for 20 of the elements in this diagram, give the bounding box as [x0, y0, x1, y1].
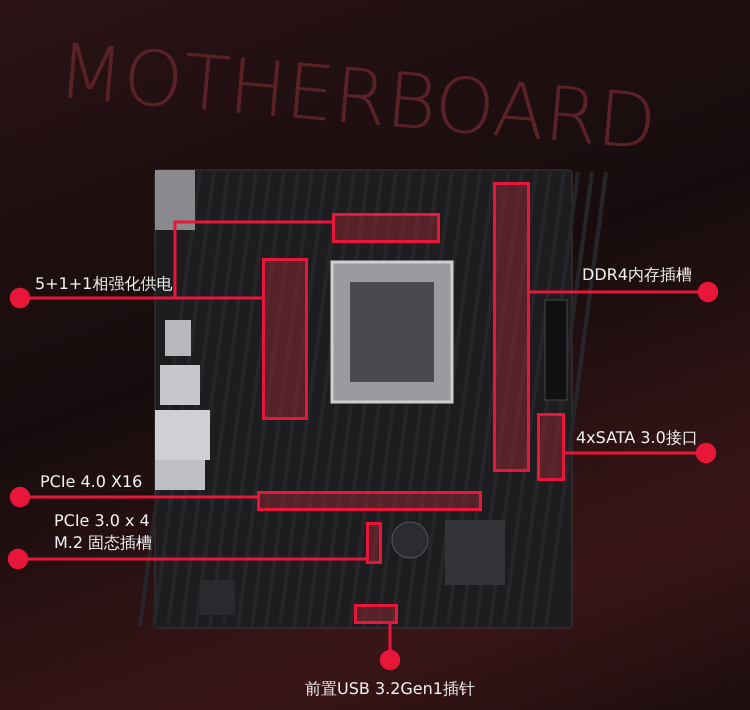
- callout-label: PCIe 4.0 X16: [40, 471, 160, 493]
- highlight-box: [537, 413, 565, 481]
- highlight-box: [257, 491, 482, 511]
- highlight-box: [354, 604, 398, 624]
- highlight-box: [366, 522, 382, 564]
- leader-line: [10, 486, 257, 508]
- callout-label: DDR4内存插槽: [582, 264, 702, 286]
- leader-line: [8, 548, 366, 570]
- background-heading: MOTHERBOARD: [54, 28, 660, 166]
- highlight-box: [332, 213, 440, 243]
- callout-label: PCIe 3.0 x 4 M.2 固态插槽: [54, 510, 174, 554]
- callout-label: 4xSATA 3.0接口: [576, 427, 706, 449]
- leader-line: [530, 282, 718, 302]
- callout-label: 5+1+1相强化供电: [35, 273, 175, 295]
- leader-line: [380, 624, 400, 670]
- callout-label: 前置USB 3.2Gen1插针: [300, 678, 480, 700]
- leader-line: [565, 442, 716, 464]
- highlight-box: [262, 258, 308, 420]
- highlight-box: [493, 182, 530, 472]
- leader-line: [10, 220, 332, 308]
